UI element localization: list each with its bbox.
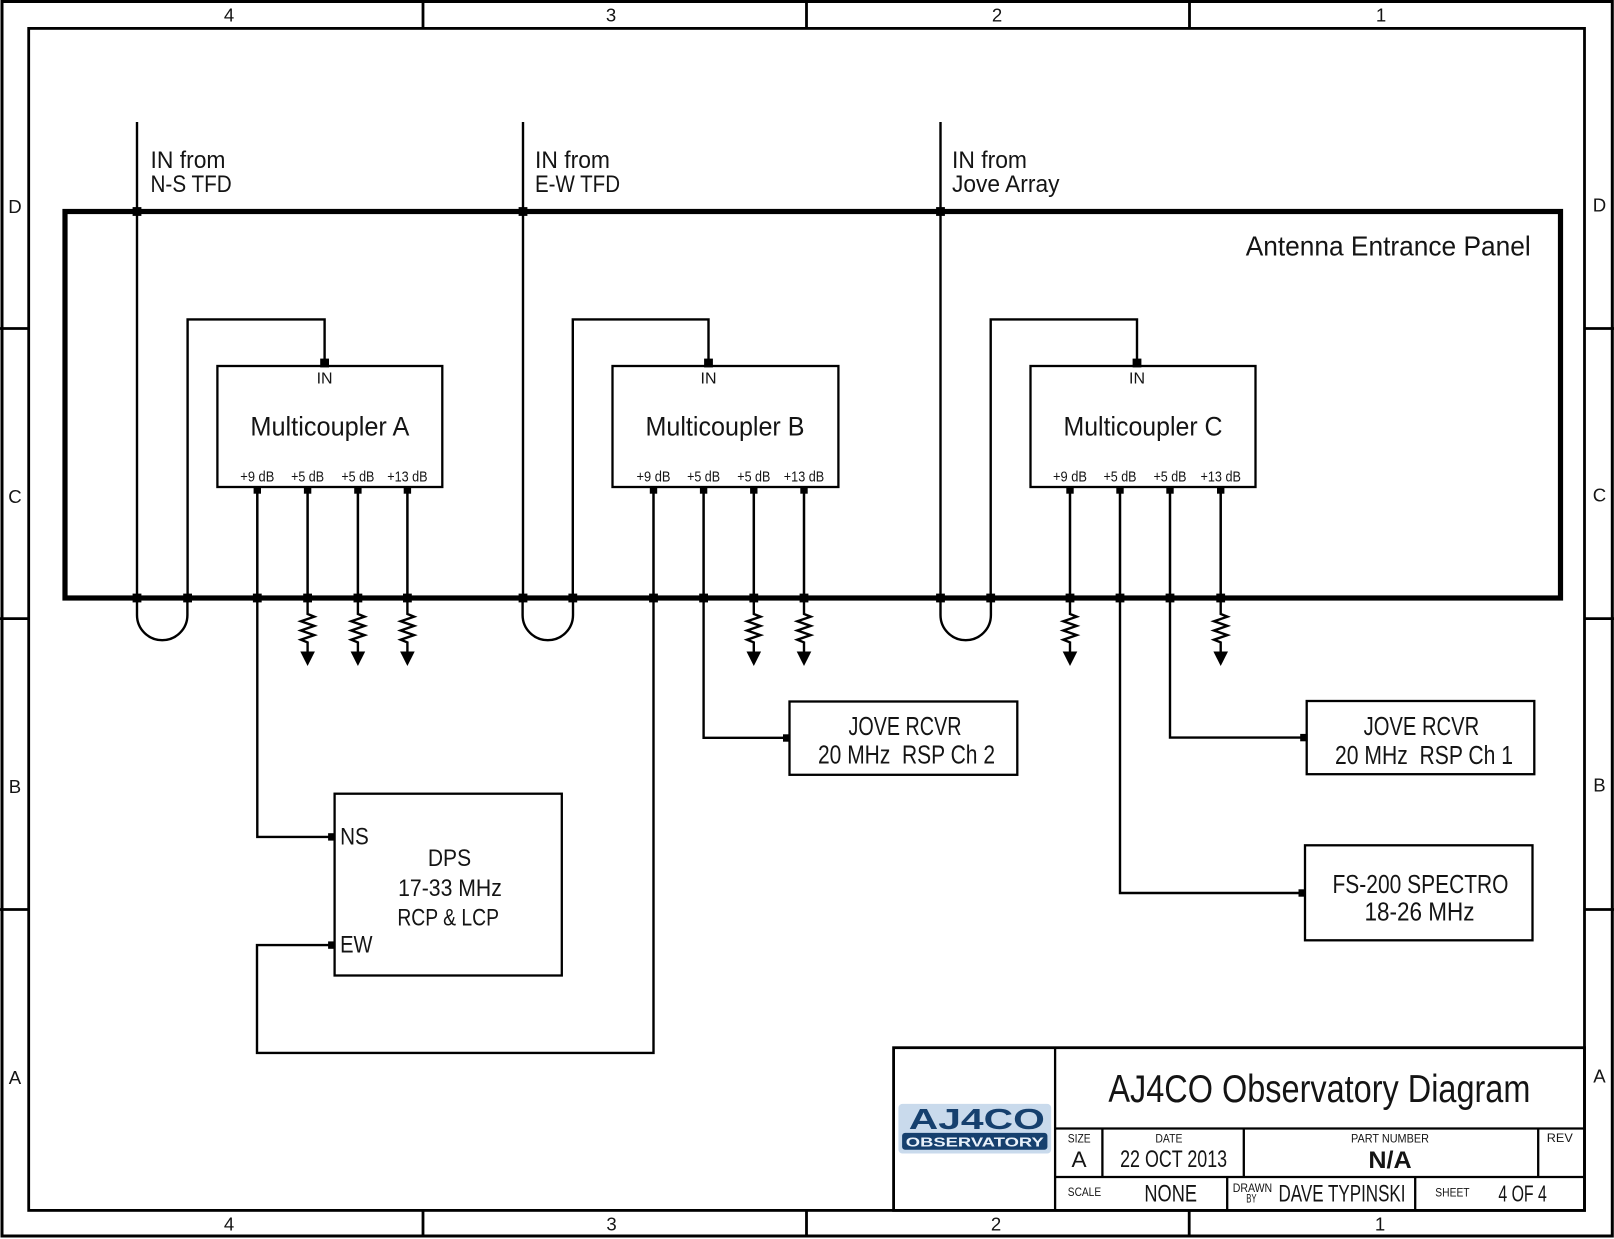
svg-text:EW: EW [340, 932, 372, 959]
svg-text:D: D [8, 196, 21, 217]
svg-text:+5 dB: +5 dB [687, 469, 720, 485]
svg-text:Multicoupler A: Multicoupler A [250, 412, 409, 442]
svg-text:1: 1 [1375, 1213, 1385, 1234]
svg-text:20 MHz RSP Ch 2: 20 MHz RSP Ch 2 [818, 741, 995, 769]
svg-text:20 MHz RSP Ch 1: 20 MHz RSP Ch 1 [1335, 742, 1513, 770]
svg-text:REV: REV [1547, 1131, 1573, 1145]
svg-text:3: 3 [606, 5, 616, 26]
svg-text:N-S TFD: N-S TFD [151, 171, 232, 198]
svg-text:D: D [1593, 195, 1606, 216]
svg-text:3: 3 [606, 1213, 616, 1234]
svg-text:RCP & LCP: RCP & LCP [397, 905, 499, 932]
svg-text:+13 dB: +13 dB [784, 469, 824, 485]
svg-text:2: 2 [992, 5, 1002, 26]
svg-text:4: 4 [224, 5, 234, 26]
svg-text:+13 dB: +13 dB [1201, 469, 1241, 485]
svg-text:+5 dB: +5 dB [291, 469, 324, 485]
svg-text:+9 dB: +9 dB [240, 469, 274, 485]
svg-text:SIZE: SIZE [1068, 1132, 1091, 1146]
svg-text:C: C [8, 486, 21, 507]
svg-text:Multicoupler C: Multicoupler C [1064, 412, 1223, 442]
svg-text:E-W TFD: E-W TFD [535, 171, 620, 198]
svg-text:IN: IN [701, 371, 717, 388]
svg-text:4 OF 4: 4 OF 4 [1498, 1180, 1547, 1206]
svg-text:SHEET: SHEET [1435, 1186, 1470, 1200]
svg-text:1: 1 [1376, 5, 1386, 26]
svg-text:Multicoupler B: Multicoupler B [646, 412, 805, 442]
svg-text:+5 dB: +5 dB [341, 469, 374, 485]
svg-text:+13 dB: +13 dB [387, 469, 427, 485]
svg-text:Jove Array: Jove Array [952, 171, 1060, 198]
svg-text:IN: IN [1129, 371, 1145, 388]
svg-text:4: 4 [224, 1213, 234, 1234]
svg-text:DATE: DATE [1155, 1132, 1182, 1146]
svg-text:AJ4CO: AJ4CO [909, 1104, 1045, 1136]
svg-text:A: A [9, 1067, 22, 1088]
svg-text:DRAWN: DRAWN [1233, 1181, 1273, 1195]
svg-text:DAVE TYPINSKI: DAVE TYPINSKI [1279, 1180, 1406, 1207]
svg-text:+5 dB: +5 dB [1154, 469, 1187, 485]
svg-text:N/A: N/A [1368, 1147, 1411, 1174]
svg-text:JOVE RCVR: JOVE RCVR [1364, 713, 1480, 741]
svg-text:C: C [1593, 485, 1606, 506]
svg-text:IN from: IN from [952, 147, 1027, 174]
svg-text:+9 dB: +9 dB [637, 469, 671, 485]
svg-text:18-26 MHz: 18-26 MHz [1365, 899, 1475, 927]
svg-text:IN from: IN from [535, 147, 610, 174]
svg-text:JOVE RCVR: JOVE RCVR [849, 713, 962, 741]
svg-text:A: A [1593, 1066, 1606, 1087]
svg-text:OBSERVATORY: OBSERVATORY [906, 1135, 1045, 1149]
svg-text:IN from: IN from [151, 147, 226, 174]
svg-text:PART NUMBER: PART NUMBER [1351, 1132, 1429, 1146]
svg-text:2: 2 [991, 1213, 1001, 1234]
svg-text:Antenna Entrance Panel: Antenna Entrance Panel [1246, 231, 1531, 262]
svg-text:+5 dB: +5 dB [1104, 469, 1137, 485]
svg-text:A: A [1071, 1147, 1087, 1172]
svg-text:22 OCT 2013: 22 OCT 2013 [1120, 1146, 1227, 1173]
svg-text:IN: IN [317, 371, 333, 388]
svg-text:FS-200 SPECTRO: FS-200 SPECTRO [1333, 871, 1509, 899]
svg-text:NONE: NONE [1144, 1180, 1197, 1207]
svg-text:NS: NS [340, 824, 369, 851]
svg-text:DPS: DPS [428, 845, 471, 872]
svg-text:BY: BY [1246, 1192, 1256, 1206]
svg-text:+9 dB: +9 dB [1053, 469, 1087, 485]
svg-text:B: B [1593, 775, 1605, 796]
svg-text:+5 dB: +5 dB [737, 469, 770, 485]
svg-text:SCALE: SCALE [1068, 1185, 1101, 1199]
svg-text:AJ4CO Observatory Diagram: AJ4CO Observatory Diagram [1108, 1068, 1530, 1111]
svg-text:B: B [9, 776, 21, 797]
svg-text:17-33 MHz: 17-33 MHz [398, 875, 502, 902]
